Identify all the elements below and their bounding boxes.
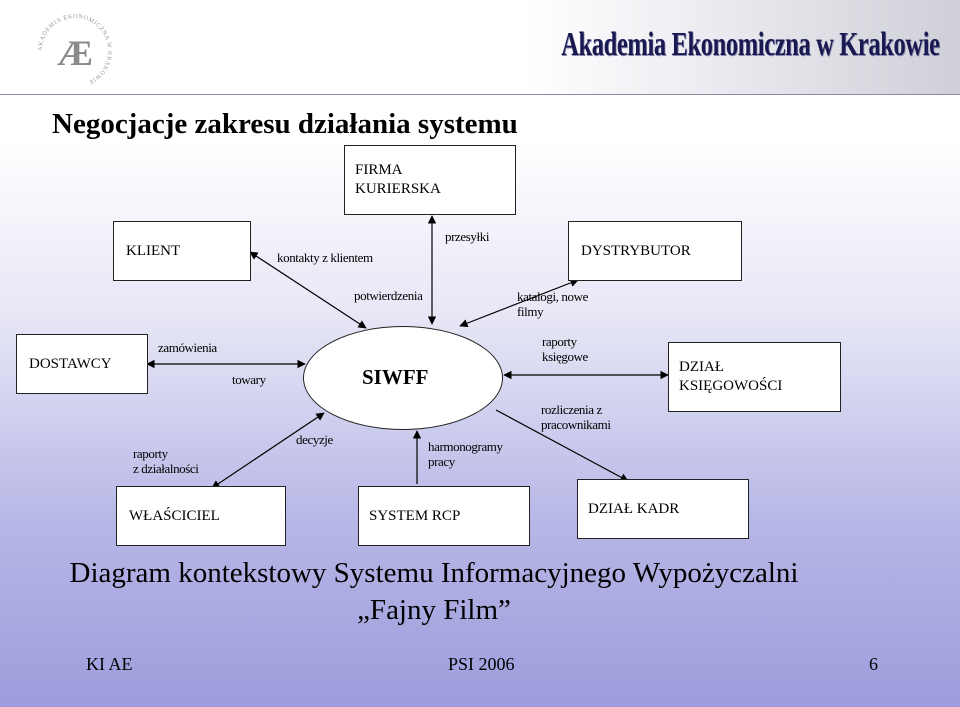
flow-label-rozliczenia: rozliczenia z pracownikami	[541, 402, 611, 432]
flow-label-katalogi: katalogi, nowe filmy	[517, 289, 588, 319]
entity-dzial-kadr-label: DZIAŁ KADR	[588, 500, 680, 517]
flow-label-raporty-dzialalnosci: raporty z działalności	[133, 446, 199, 476]
entity-system-rcp-label: SYSTEM RCP	[369, 507, 461, 524]
entity-dostawcy-label: DOSTAWCY	[29, 355, 112, 372]
flow-kontakty	[249, 251, 367, 329]
entity-firma-kurierska-label: FIRMA KURIERSKA	[355, 162, 441, 197]
header-band	[0, 0, 960, 95]
caption-line1: Diagram kontekstowy Systemu Informacyjne…	[69, 557, 799, 589]
entity-firma-kurierska: FIRMA KURIERSKA	[344, 145, 516, 215]
entity-klient-label: KLIENT	[126, 242, 181, 259]
flow-dystrybutor	[459, 278, 579, 328]
footer-left: KI AE	[86, 654, 133, 674]
process-siwff-label: SIWFF	[362, 365, 429, 389]
flow-label-decyzje: decyzje	[296, 432, 333, 447]
footer-page-number: 6	[869, 654, 878, 674]
process-siwff	[303, 326, 503, 430]
flow-label-przesylki: przesyłki	[445, 229, 490, 244]
flow-label-towary: towary	[232, 372, 266, 387]
entity-system-rcp: SYSTEM RCP	[358, 486, 530, 546]
flow-label-zamowienia: zamówienia	[158, 340, 217, 355]
caption-line2: „Fajny Film”	[357, 594, 511, 626]
entity-klient: KLIENT	[113, 221, 251, 281]
flow-label-harmonogramy: harmonogramy pracy	[428, 439, 503, 469]
flow-kadr	[495, 409, 629, 482]
brand-wordmark: Akademia Ekonomiczna w Krakowie	[561, 26, 941, 63]
entity-dystrybutor-label: DYSTRYBUTOR	[581, 242, 691, 259]
entity-dostawcy: DOSTAWCY	[16, 334, 148, 394]
entity-dystrybutor: DYSTRYBUTOR	[568, 221, 742, 281]
flow-label-raporty-ksiegowe: raporty księgowe	[542, 334, 588, 364]
entity-wlasciciel: WŁAŚCICIEL	[116, 486, 286, 546]
entity-dzial-ksiegowosci: DZIAŁ KSIĘGOWOŚCI	[668, 342, 841, 412]
flow-label-potwierdzenia: potwierdzenia	[354, 288, 423, 303]
flow-wlasciciel	[211, 412, 325, 489]
ae-university-seal-icon: AKADEMIA EKONOMICZNA W KRAKOWIE Æ	[37, 13, 113, 86]
footer-center: PSI 2006	[448, 654, 515, 674]
entity-dzial-kadr: DZIAŁ KADR	[577, 479, 749, 539]
entity-wlasciciel-label: WŁAŚCICIEL	[129, 507, 220, 524]
logo-monogram: Æ	[57, 33, 93, 73]
flow-label-kontakty: kontakty z klientem	[277, 250, 373, 265]
entity-dzial-ksiegowosci-label: DZIAŁ KSIĘGOWOŚCI	[679, 359, 783, 394]
slide-title: Negocjacje zakresu działania systemu	[52, 108, 518, 140]
